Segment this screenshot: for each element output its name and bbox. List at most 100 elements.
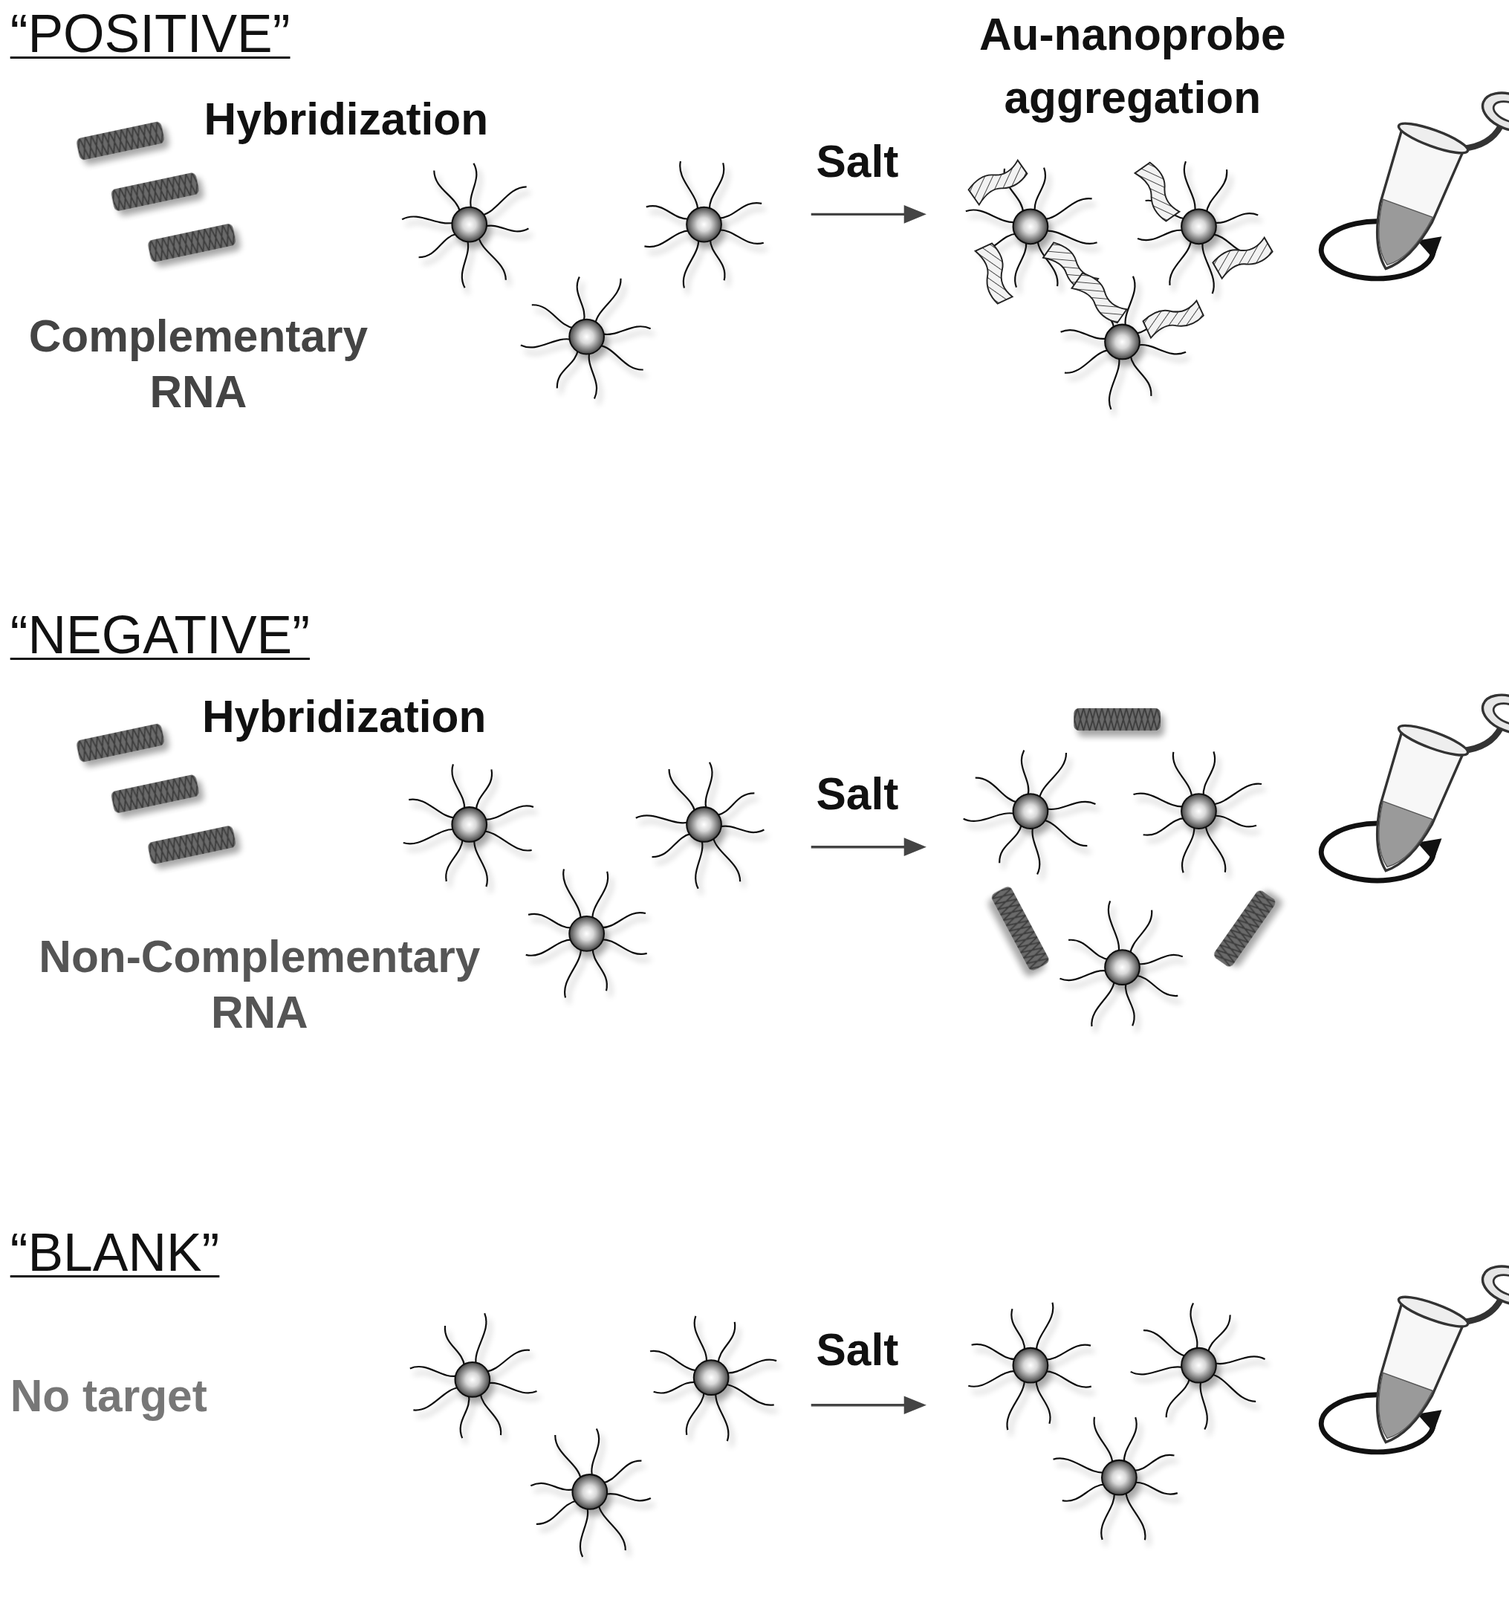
oligo-strand — [1130, 1366, 1184, 1374]
oligo-strand — [577, 276, 585, 321]
duplex-ribbon — [971, 242, 1019, 305]
rna-strand — [110, 171, 200, 212]
oligo-strand — [601, 912, 646, 928]
oligo-strand — [1034, 167, 1046, 212]
oligo-strand — [475, 1312, 486, 1365]
oligo-strand — [555, 1434, 582, 1480]
rna-strand — [1073, 708, 1161, 731]
duplex-ribbon — [1141, 294, 1205, 343]
oligo-strand — [1064, 349, 1110, 373]
oligo-strand — [1143, 818, 1186, 836]
gold-sphere — [693, 1359, 729, 1395]
gold-sphere — [1013, 1347, 1049, 1383]
oligo-strand — [646, 205, 690, 220]
oligo-strand — [1039, 752, 1067, 799]
oligo-strand — [1044, 1370, 1092, 1387]
oligo-strand — [591, 1428, 599, 1478]
oligo-strand — [445, 838, 463, 882]
oligo-strand — [1137, 230, 1185, 240]
oligo-strand — [1143, 1329, 1187, 1356]
oligo-strand — [968, 1370, 1017, 1387]
oligo-strand — [563, 868, 581, 920]
gold-sphere — [569, 916, 605, 952]
oligo-strand — [686, 1390, 705, 1435]
oligo-strand — [719, 826, 765, 833]
oligo-strand — [451, 763, 465, 810]
gold-nanoprobe — [530, 1428, 651, 1557]
oligo-strand — [433, 170, 460, 213]
oligo-strand — [487, 1382, 538, 1394]
oligo-strand — [526, 939, 573, 955]
gold-nanoprobe — [1133, 751, 1263, 873]
gold-nanoprobe — [644, 161, 764, 289]
oligo-strand — [1190, 1303, 1197, 1351]
duplex-ribbon — [1211, 231, 1275, 283]
oligo-strand — [413, 1387, 460, 1411]
oligo-strand — [1053, 1457, 1105, 1472]
gold-nanoprobe — [963, 749, 1096, 874]
oligo-strand — [1212, 783, 1262, 805]
oligo-strand — [1213, 815, 1257, 827]
gold-nanoprobe — [401, 163, 529, 288]
gold-sphere — [1101, 1459, 1137, 1495]
oligo-strand — [531, 304, 575, 328]
oligo-strand — [1203, 751, 1216, 797]
gold-nanoprobe — [968, 1302, 1092, 1430]
oligo-strand — [1124, 1416, 1137, 1463]
row-heading: “NEGATIVE” — [10, 604, 310, 665]
oligo-strand — [717, 202, 762, 219]
oligo-strand — [1108, 900, 1119, 952]
rna-strand — [1211, 888, 1278, 969]
oligo-strand — [598, 1503, 626, 1550]
oligo-strand — [485, 1350, 530, 1372]
oligo-strand — [1166, 1377, 1191, 1417]
oligo-strand — [1202, 241, 1214, 294]
gold-sphere — [572, 1474, 608, 1509]
oligo-strand — [971, 1344, 1017, 1359]
arrow-label: Salt — [816, 768, 900, 820]
oligo-strand — [724, 1384, 774, 1405]
oligo-strand — [595, 278, 621, 324]
gold-sphere — [686, 806, 722, 842]
centrifuge-tube — [1321, 663, 1509, 902]
oligo-strand — [669, 768, 696, 813]
oligo-strand — [462, 239, 469, 288]
gold-sphere — [1181, 1347, 1217, 1383]
rna-strand — [75, 121, 165, 162]
oligo-strand — [1060, 970, 1108, 980]
oligo-strand — [705, 762, 713, 810]
oligo-strand — [1136, 954, 1183, 964]
oligo-strand — [1211, 1373, 1256, 1401]
oligo-strand — [528, 913, 573, 928]
rna-strand — [75, 722, 165, 764]
oligo-strand — [1208, 1314, 1231, 1353]
oligo-strand — [589, 351, 597, 399]
oligo-strand — [1043, 198, 1093, 220]
gold-sphere — [686, 207, 722, 243]
oligo-strand — [1101, 1491, 1115, 1540]
gold-nanoprobe — [410, 1312, 538, 1438]
oligo-strand — [650, 1350, 698, 1371]
oligo-strand — [718, 229, 764, 244]
oligo-strand — [715, 1391, 729, 1441]
oligo-strand — [419, 233, 458, 258]
oligo-strand — [602, 1460, 642, 1483]
oligo-strand — [1036, 1378, 1051, 1423]
oligo-strand — [710, 238, 726, 281]
gold-sphere — [1104, 324, 1140, 360]
arrow-label: Salt — [816, 1323, 900, 1376]
duplex-ribbon — [967, 154, 1030, 209]
oligo-strand — [1200, 1380, 1208, 1430]
gold-sphere — [1013, 793, 1049, 829]
oligo-strand — [1125, 276, 1136, 327]
gold-sphere — [451, 806, 487, 842]
oligo-strand — [716, 792, 755, 816]
oligo-strand — [564, 947, 582, 998]
oligo-strand — [592, 871, 608, 920]
oligo-strand — [713, 836, 741, 882]
oligo-strand — [1133, 1482, 1178, 1495]
gold-sphere — [451, 207, 487, 243]
centrifuge-tube — [1321, 61, 1509, 301]
oligo-strand — [1006, 1378, 1024, 1430]
